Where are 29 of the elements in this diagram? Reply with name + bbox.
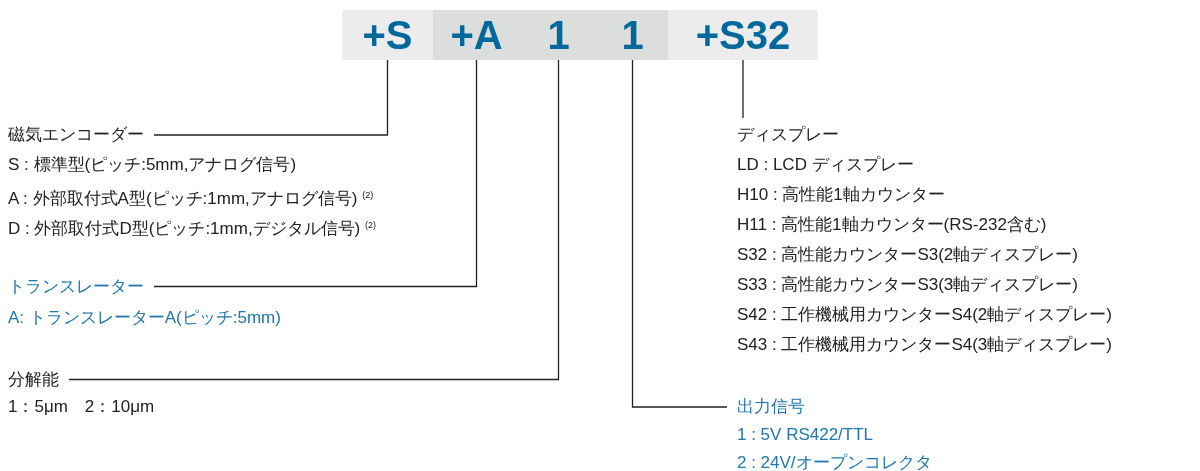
option-text: LD : LCD ディスプレー [737, 154, 914, 176]
code-segment: +S [342, 10, 433, 60]
heading: 磁気エンコーダー [8, 124, 144, 146]
leader-line [742, 59, 744, 119]
option-text: 2 : 24V/オープンコレクタ [737, 452, 932, 471]
heading: 分解能 [8, 369, 59, 391]
code-segment: 1 [520, 10, 597, 60]
leader-line [153, 59, 389, 136]
option-text: S33 : 高性能カウンターS3(3軸ディスプレー) [737, 274, 1078, 296]
heading: トランスレーター [8, 276, 144, 298]
heading: 出力信号 [737, 396, 805, 418]
option-text: H10 : 高性能1軸カウンター [737, 184, 945, 206]
option-text: 1 : 5V RS422/TTL [737, 424, 874, 446]
code-segment: +A [433, 10, 520, 60]
option-text: 1：5μm 2：10μm [8, 396, 155, 418]
leader-line [68, 59, 560, 381]
code-segment: 1 [597, 10, 668, 60]
option-text: D : 外部取付式D型(ピッチ:1mm,デジタル信号) $^{(2)}$ [8, 218, 376, 240]
heading: ディスプレー [737, 124, 839, 146]
option-text: A : 外部取付式A型(ピッチ:1mm,アナログ信号) $^{(2)}$ [8, 188, 374, 210]
option-text: S42 : 工作機械用カウンターS4(2軸ディスプレー) [737, 304, 1112, 326]
leader-line [631, 59, 728, 408]
option-text: S43 : 工作機械用カウンターS4(3軸ディスプレー) [737, 334, 1112, 356]
option-text: S : 標準型(ピッチ:5mm,アナログ信号) [8, 154, 297, 176]
code-segment: +S32 [668, 10, 818, 60]
option-text: S32 : 高性能カウンターS3(2軸ディスプレー) [737, 244, 1078, 266]
leader-line [153, 59, 478, 288]
option-text: A: トランスレーターA(ピッチ:5mm) [8, 307, 281, 329]
option-text: H11 : 高性能1軸カウンター(RS-232含む) [737, 214, 1047, 236]
